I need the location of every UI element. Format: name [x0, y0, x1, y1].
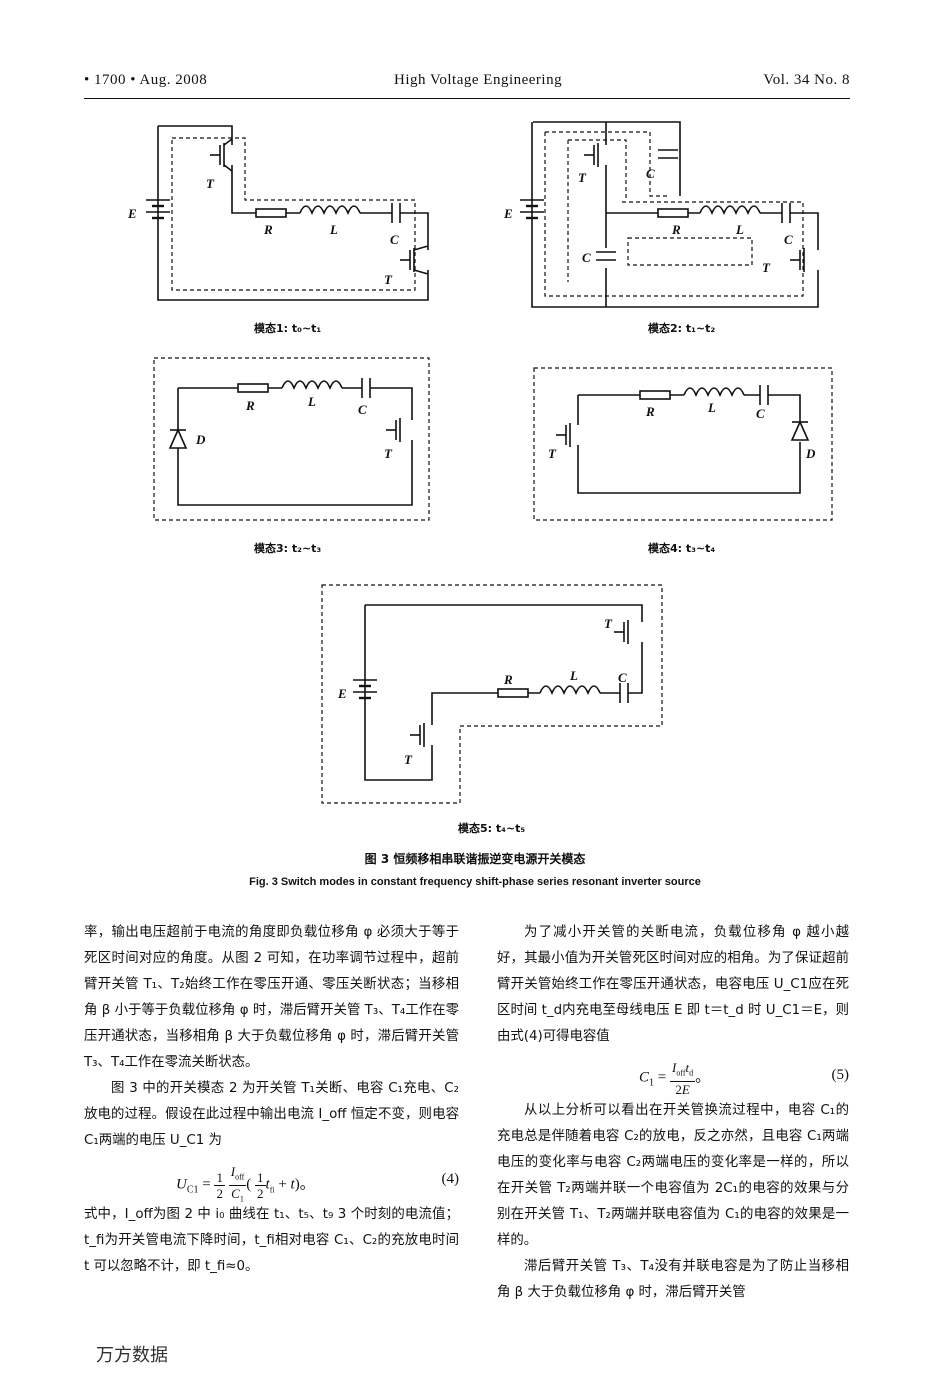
mode1-circuit [144, 125, 429, 301]
label-C-m3: C [358, 402, 367, 417]
label-T1-m2: T [578, 170, 586, 185]
label-R-m4: R [646, 404, 655, 419]
left-paragraph-3: 式中，I_off为图 2 中 i₀ 曲线在 t₁、t₅、t₉ 3 个时刻的电流值… [84, 1207, 459, 1274]
label-R-m3: R [246, 398, 255, 413]
mode1-label: 模态1: t₀~t₁ [254, 322, 322, 335]
label-C2-m2: C [582, 250, 591, 265]
label-T3-m5: T [604, 616, 612, 631]
label-L-m5: L [570, 668, 578, 683]
figure-caption-en: Fig. 3 Switch modes in constant frequenc… [249, 876, 701, 888]
mode3-label: 模态3: t₂~t₃ [254, 542, 322, 555]
right-paragraph-1: 为了减小开关管的关断电流，负载位移角 φ 越小越好，其最小值为开关管死区时间对应… [497, 925, 849, 1044]
label-L-m4: L [708, 400, 716, 415]
left-paragraph-2: 图 3 中的开关模态 2 为开关管 T₁关断、电容 C₁充电、C₂放电的过程。假… [84, 1081, 459, 1148]
label-E-m2: E [504, 206, 513, 221]
right-paragraph-2: 从以上分析可以看出在开关管换流过程中，电容 C₁的充电总是伴随着电容 C₂的放电… [497, 1103, 849, 1248]
label-L-m3: L [308, 394, 316, 409]
label-R-m2: R [672, 222, 681, 237]
label-R-m5: R [504, 672, 513, 687]
right-paragraph-3: 滞后臂开关管 T₃、T₄没有并联电容是为了防止当移相角 β 大于负载位移角 φ … [497, 1259, 849, 1300]
equation-5-number: (5) [831, 1067, 850, 1083]
running-header: • 1700 • Aug. 2008 High Voltage Engineer… [84, 72, 850, 94]
label-E-m5: E [338, 686, 347, 701]
label-C-m2: C [784, 232, 793, 247]
label-D4-m4: D [806, 446, 816, 461]
figure-caption-cn: 图 3 恒频移相串联谐振逆变电源开关模态 [364, 852, 586, 866]
mode2-circuit [518, 121, 819, 308]
header-rule [84, 98, 850, 99]
footer-watermark: 万方数据 [96, 1345, 168, 1366]
mode3-circuit [153, 357, 430, 521]
equation-4-number: (4) [441, 1171, 460, 1187]
mode5-label: 模态5: t₄~t₅ [458, 822, 526, 835]
label-C-m1: C [390, 232, 399, 247]
label-T4-m1: T [384, 272, 392, 287]
label-L-m1: L [330, 222, 338, 237]
header-journal: High Voltage Engineering [394, 72, 563, 88]
label-R-m1: R [264, 222, 273, 237]
mode5-circuit [321, 584, 663, 804]
mode2-label: 模态2: t₁~t₂ [648, 322, 716, 335]
label-T2-m5: T [404, 752, 412, 767]
label-T4-m3: T [384, 446, 392, 461]
header-volume: Vol. 34 No. 8 [763, 72, 850, 88]
right-column: 为了减小开关管的关断电流，负载位移角 φ 越小越好，其最小值为开关管死区时间对应… [497, 920, 849, 1306]
label-E-m1: E [128, 206, 137, 221]
label-L-m2: L [736, 222, 744, 237]
label-T4-m2: T [762, 260, 770, 275]
label-C-m5: C [618, 670, 627, 685]
label-C-m4: C [756, 406, 765, 421]
label-D2-m3: D [196, 432, 206, 447]
left-paragraph-1: 率，输出电压超前于电流的角度即负载位移角 φ 必须大于等于死区时间对应的角度。从… [84, 925, 459, 1070]
mode4-circuit [533, 367, 833, 521]
label-T2-m4: T [548, 446, 556, 461]
figure-3-circuits [144, 121, 833, 804]
label-C1-m2: C [646, 166, 655, 181]
left-column: 率，输出电压超前于电流的角度即负载位移角 φ 必须大于等于死区时间对应的角度。从… [84, 920, 459, 1280]
header-page-date: • 1700 • Aug. 2008 [84, 72, 208, 88]
mode4-label: 模态4: t₃~t₄ [648, 542, 716, 555]
label-T1-m1: T [206, 176, 214, 191]
